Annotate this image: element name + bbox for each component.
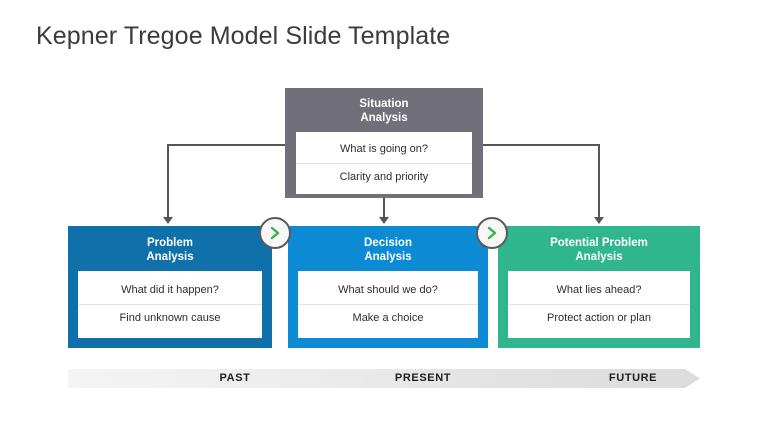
chevron-right-icon [268,225,282,241]
potential-problem-analysis-row-1: What lies ahead? [556,284,642,296]
page-title: Kepner Tregoe Model Slide Template [36,22,451,50]
connector-center-vertical [383,198,385,219]
chevron-right-icon-2-circle[interactable] [476,217,508,249]
timeline-label-present: PRESENT [394,372,452,384]
situation-analysis-row-1: What is going on? [339,142,429,155]
problem-analysis-card[interactable]: Problem Analysis What did it happen? Fin… [68,226,272,348]
situation-analysis-title: Situation Analysis [359,98,409,124]
connector-right-vertical [598,144,600,218]
situation-analysis-row-2: Clarity and priority [296,162,472,191]
potential-problem-analysis-row-2: Protect action or plan [508,304,690,332]
situation-analysis-body: What is going on? Clarity and priority [296,132,472,194]
timeline-arrow-shape [68,369,700,388]
potential-problem-analysis-body: What lies ahead? Protect action or plan [508,271,690,338]
decision-analysis-row-2: Make a choice [298,304,478,332]
decision-analysis-body: What should we do? Make a choice [298,271,478,338]
arrow-down-icon-right [594,217,604,224]
timeline-label-future: FUTURE [608,372,658,384]
potential-problem-analysis-title: Potential Problem Analysis [550,237,648,263]
decision-analysis-row-1: What should we do? [338,284,438,296]
arrow-down-icon-left [163,217,173,224]
problem-analysis-row-2: Find unknown cause [78,304,262,332]
problem-analysis-title: Problem Analysis [146,237,194,263]
timeline-label-past: PAST [219,372,251,384]
situation-analysis-card[interactable]: Situation Analysis What is going on? Cla… [285,88,483,198]
chevron-right-icon-1-circle[interactable] [259,217,291,249]
decision-analysis-title: Decision Analysis [364,237,412,263]
timeline-arrow: PAST PRESENT FUTURE [68,369,700,388]
chevron-right-icon [485,225,499,241]
potential-problem-analysis-card[interactable]: Potential Problem Analysis What lies ahe… [498,226,700,348]
connector-left-horizontal [167,144,287,146]
connector-left-vertical [167,144,169,218]
decision-analysis-card[interactable]: Decision Analysis What should we do? Mak… [288,226,488,348]
problem-analysis-row-1: What did it happen? [121,284,219,296]
connector-right-horizontal [482,144,599,146]
arrow-down-icon-center [379,217,389,224]
problem-analysis-body: What did it happen? Find unknown cause [78,271,262,338]
